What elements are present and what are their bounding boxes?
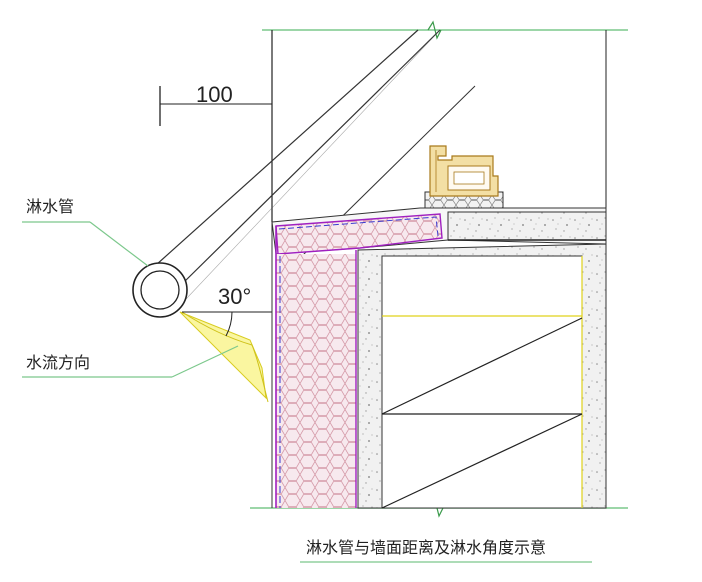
- dimension-label: 100: [196, 82, 233, 107]
- flow-label: 水流方向: [26, 353, 90, 372]
- water-spray: [179, 311, 269, 403]
- window-profile: [424, 145, 504, 209]
- angle-indicator: 30°: [182, 284, 272, 337]
- wall-opening: [381, 255, 583, 509]
- exterior-insulation: [271, 222, 357, 508]
- pipe-leader: [22, 221, 149, 267]
- pipe-label: 淋水管: [26, 197, 74, 216]
- caption: 淋水管与墙面距离及淋水角度示意: [306, 538, 546, 557]
- flow-leader: [22, 345, 239, 378]
- top-break-line: [262, 20, 628, 40]
- caption-group: 淋水管与墙面距离及淋水角度示意: [300, 538, 592, 563]
- sprinkler-pipe: [132, 262, 188, 318]
- dimension-100: 100: [159, 82, 272, 126]
- sill-insulation: [275, 213, 443, 255]
- angle-label: 30°: [218, 284, 251, 309]
